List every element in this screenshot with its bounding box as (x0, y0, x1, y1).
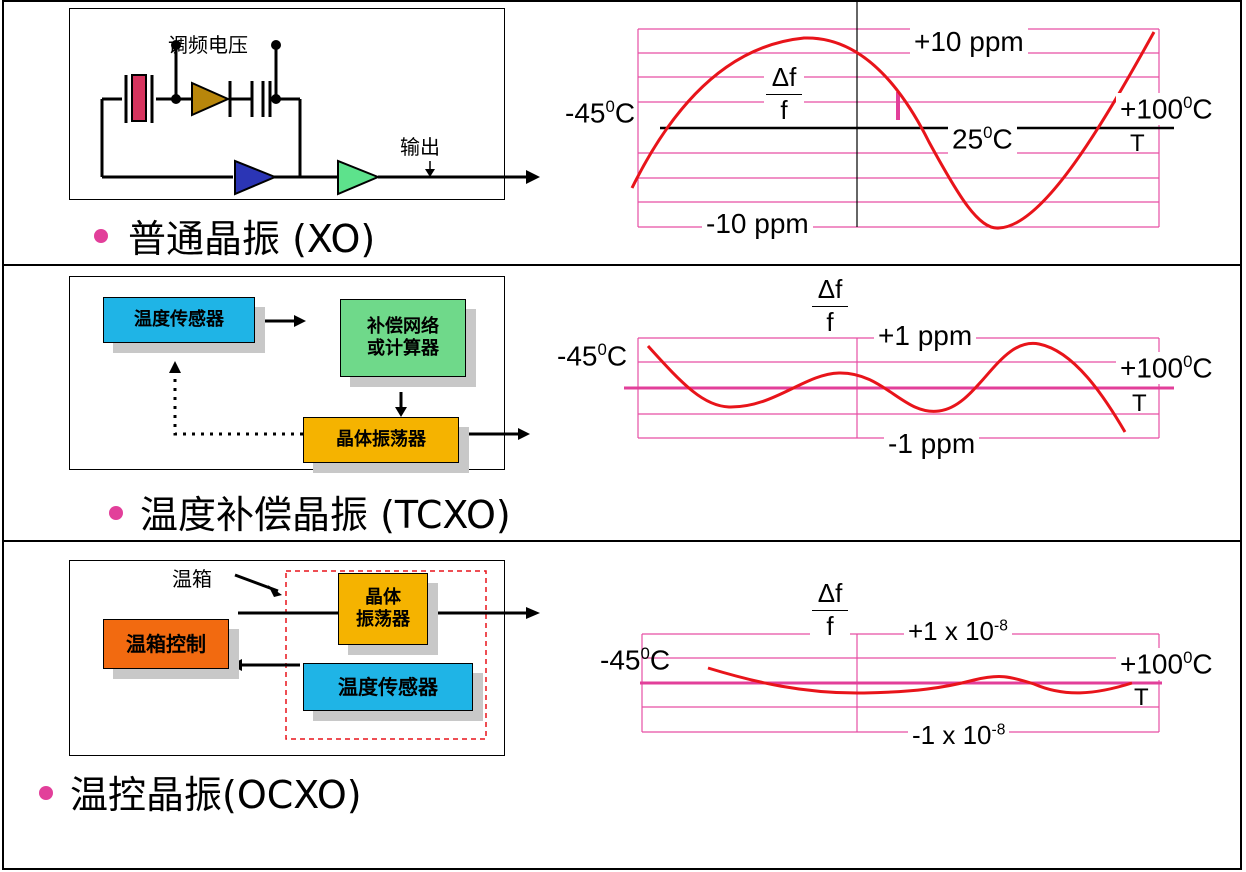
amplifier-icon (234, 159, 278, 196)
temperature-sensor-box: 温度传感器 (103, 297, 255, 343)
bullet-icon (94, 229, 108, 243)
section-title-tcxo: 温度补偿晶振 (TCXO) (140, 493, 511, 537)
xo-circuit-frame: 调频电压 输出 (69, 8, 540, 200)
tuning-voltage-label: 调频电压 (168, 33, 248, 57)
panel-ocxo: 温箱 晶体 振荡器 温箱控制 温度传感器 温控晶振(OCXO) Δf f +1 … (2, 540, 1242, 870)
xo-drift-chart (630, 2, 1174, 230)
oven-label: 温箱 (172, 567, 212, 591)
temperature-sensor-box: 温度传感器 (303, 663, 473, 711)
ocxo-drift-curve (707, 666, 1133, 695)
tcxo-left-temp: -450C (557, 340, 628, 372)
tcxo-drift-curve (646, 341, 1127, 433)
varactor-diode-icon (191, 81, 231, 117)
xo-dfdf-fraction: Δf f (764, 64, 804, 123)
xo-axis-t: T (1130, 130, 1145, 157)
tcxo-upper-bound: +1 ppm (874, 320, 977, 352)
ocxo-lower-bound: -1 x 10-8 (908, 720, 1010, 751)
tcxo-block-frame: 温度传感器 补偿网络 或计算器 晶体振荡器 (69, 276, 530, 470)
panel-tcxo: 温度传感器 补偿网络 或计算器 晶体振荡器 温度补偿晶振 (TCXO) Δf f… (2, 264, 1242, 542)
output-arrow-icon (526, 170, 540, 184)
ocxo-drift-chart (640, 633, 1162, 733)
ocxo-block-frame: 温箱 晶体 振荡器 温箱控制 温度传感器 (69, 560, 540, 756)
tcxo-lower-bound: -1 ppm (884, 428, 980, 460)
output-label: 输出 (400, 135, 440, 159)
compensation-network-box: 补偿网络 或计算器 (340, 299, 466, 377)
tcxo-dfdf-fraction: Δf f (810, 276, 850, 335)
xo-right-temp: +1000C (1116, 93, 1217, 126)
section-title-ocxo: 温控晶振(OCXO) (70, 773, 362, 817)
tcxo-right-temp: +1000C (1116, 352, 1217, 385)
crystal-icon (131, 74, 147, 122)
oven-control-box: 温箱控制 (103, 619, 229, 669)
xo-drift-curve (630, 31, 1156, 230)
crystal-oscillator-box: 晶体振荡器 (303, 417, 459, 463)
xo-left-temp: -450C (565, 97, 636, 129)
tcxo-axis-t: T (1132, 390, 1147, 417)
crystal-oscillator-box: 晶体 振荡器 (338, 573, 428, 645)
bullet-icon (109, 506, 123, 520)
ocxo-dfdf-fraction: Δf f (810, 580, 850, 639)
xo-circuit-diagram (100, 40, 540, 196)
buffer-amplifier-icon (337, 159, 381, 196)
tcxo-drift-chart (624, 337, 1174, 439)
section-title-xo: 普通晶振 (XO) (128, 217, 376, 261)
ocxo-right-temp: +1000C (1116, 648, 1217, 681)
oven-boundary (285, 570, 487, 740)
xo-center-temp: 250C (948, 123, 1017, 156)
ocxo-upper-bound: +1 x 10-8 (904, 616, 1012, 647)
bullet-icon (39, 786, 53, 800)
ocxo-left-temp: -450C (600, 644, 671, 676)
xo-upper-bound: +10 ppm (910, 26, 1028, 58)
tcxo-block-arrows (169, 315, 530, 440)
ocxo-axis-t: T (1134, 684, 1149, 711)
xo-lower-bound: -10 ppm (702, 208, 813, 240)
panel-xo: 调频电压 输出 普通晶振 (XO) +10 ppm -10 ppm Δf f -… (2, 0, 1242, 266)
